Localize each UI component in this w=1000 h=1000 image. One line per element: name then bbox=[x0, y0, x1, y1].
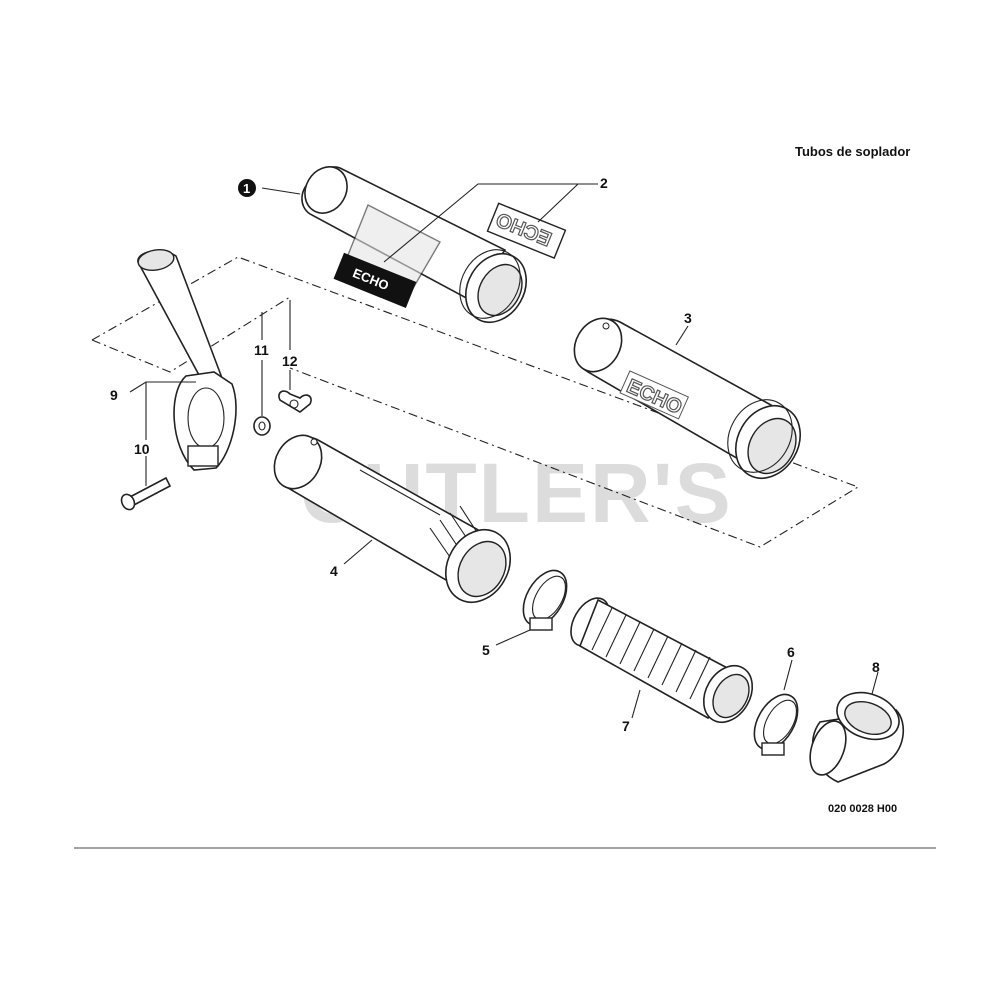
callout-9-label: 9 bbox=[110, 387, 118, 403]
callout-4-label: 4 bbox=[330, 563, 338, 579]
callout-6-label: 6 bbox=[787, 644, 795, 660]
part-4-lower-pipe bbox=[273, 434, 511, 603]
assembly-outline bbox=[91, 256, 860, 548]
part-6-hose-clamp bbox=[753, 693, 799, 756]
callout-1: 1 bbox=[238, 179, 256, 197]
part-12-wing-nut bbox=[278, 390, 312, 413]
part-9-handle bbox=[137, 248, 237, 471]
echo-decal-back: ECHO bbox=[486, 202, 567, 260]
part-7-flex-hose bbox=[570, 597, 754, 724]
callout-8-label: 8 bbox=[872, 659, 880, 675]
callout-11-label: 11 bbox=[254, 342, 269, 358]
part-1-upper-pipe bbox=[301, 166, 527, 323]
callout-10-label: 10 bbox=[134, 441, 150, 457]
part-10-bolt bbox=[120, 476, 172, 511]
part-11-washer bbox=[253, 416, 271, 436]
drawing-code: 020 0028 H00 bbox=[828, 803, 897, 815]
leader-lines bbox=[129, 183, 879, 719]
callout-1-label: 1 bbox=[243, 181, 250, 196]
callout-2-label: 2 bbox=[600, 175, 608, 191]
part-5-hose-clamp bbox=[522, 569, 568, 631]
diagram-title: Tubos de soplador bbox=[795, 144, 910, 159]
part-2-decals: ECHO ECHO bbox=[333, 202, 567, 308]
callout-3-label: 3 bbox=[684, 310, 692, 326]
callout-12-label: 12 bbox=[282, 353, 298, 369]
part-3-middle-pipe: ECHO bbox=[573, 317, 801, 479]
echo-decal-front: ECHO bbox=[333, 252, 417, 308]
callout-7-label: 7 bbox=[622, 718, 630, 734]
callout-5-label: 5 bbox=[482, 642, 490, 658]
part-8-elbow bbox=[809, 691, 904, 783]
